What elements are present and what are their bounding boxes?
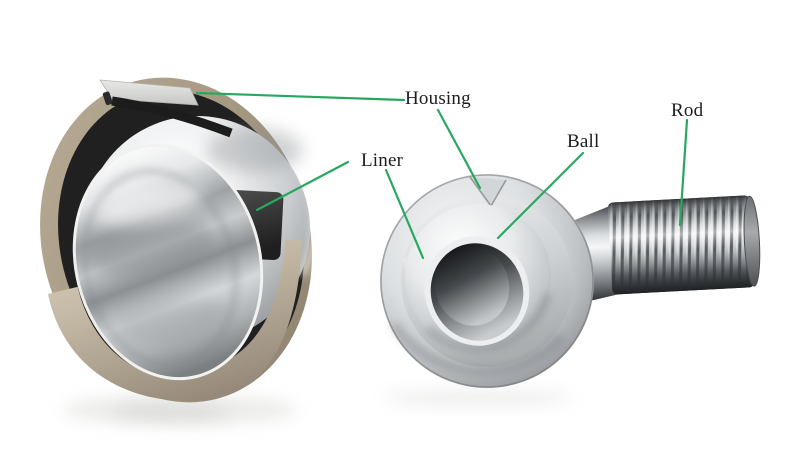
housing-leader-line-left (195, 91, 406, 102)
sphere-edge-highlight (290, 152, 320, 278)
plain-bearing-image (40, 77, 320, 425)
ball-leader-line (496, 151, 585, 240)
rod-end-cap (743, 195, 761, 287)
label-rod: Rod (671, 100, 704, 121)
liner-stake-tab (102, 91, 113, 106)
ball-crescent-shadow (425, 292, 552, 352)
bearing-reflection-inner (110, 403, 230, 421)
bore-smudge-light (96, 184, 204, 226)
rod-thread-shading (607, 195, 755, 295)
sphere-shadow-smudge (207, 128, 303, 172)
bore-depth-ring (81, 168, 239, 368)
leader-lines (195, 91, 689, 260)
bore-smudge-mid (110, 299, 230, 345)
rod-leader-line (678, 118, 689, 227)
rod-end-shadow (382, 390, 574, 406)
rod-end-bearing-image (380, 174, 761, 406)
rod-end-housing-rim (380, 174, 594, 388)
liner-leader-line-left (255, 160, 350, 212)
label-liner: Liner (361, 150, 404, 171)
liner-leader-line-right (384, 168, 425, 260)
bore-smudge-dark (84, 219, 216, 277)
label-ball: Ball (567, 131, 600, 152)
housing-leader-line-right (436, 108, 482, 190)
bore-opening (434, 246, 510, 326)
housing-bottom-shading (390, 321, 566, 376)
housing-front-ring (48, 240, 302, 402)
label-housing: Housing (405, 88, 471, 109)
liner-top-band (111, 96, 233, 138)
